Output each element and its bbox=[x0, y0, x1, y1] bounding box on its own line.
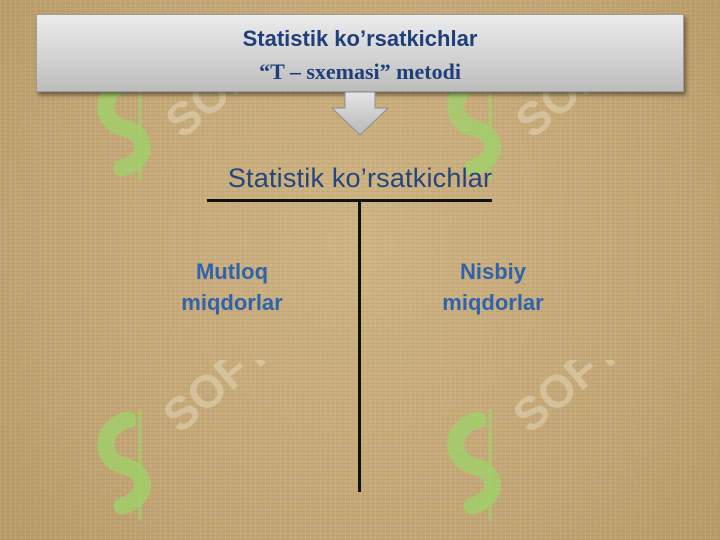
left-branch: Mutloq miqdorlar bbox=[132, 256, 332, 318]
header-banner: Statistik ko’rsatkichlar “T – sxemasi” m… bbox=[36, 14, 684, 92]
t-chart-vertical-line bbox=[358, 202, 361, 492]
down-arrow-icon bbox=[330, 91, 390, 136]
header-title: Statistik ko’rsatkichlar bbox=[242, 26, 478, 51]
left-branch-line-2: miqdorlar bbox=[181, 290, 283, 315]
watermark-logo: SOFT bbox=[80, 360, 280, 535]
right-branch-line-2: miqdorlar bbox=[442, 290, 544, 315]
watermark-text: SOFT bbox=[153, 360, 280, 442]
right-branch: Nisbiy miqdorlar bbox=[393, 256, 593, 318]
watermark-logo: SOFT bbox=[430, 360, 630, 535]
right-branch-line-1: Nisbiy bbox=[459, 259, 527, 284]
header-subtitle: “T – sxemasi” metodi bbox=[259, 59, 461, 84]
watermark-text: SOFT bbox=[503, 360, 630, 442]
t-chart-horizontal-line bbox=[207, 199, 492, 202]
left-branch-line-1: Mutloq bbox=[195, 259, 269, 284]
diagram-title: Statistik ko’rsatkichlar bbox=[227, 163, 493, 193]
